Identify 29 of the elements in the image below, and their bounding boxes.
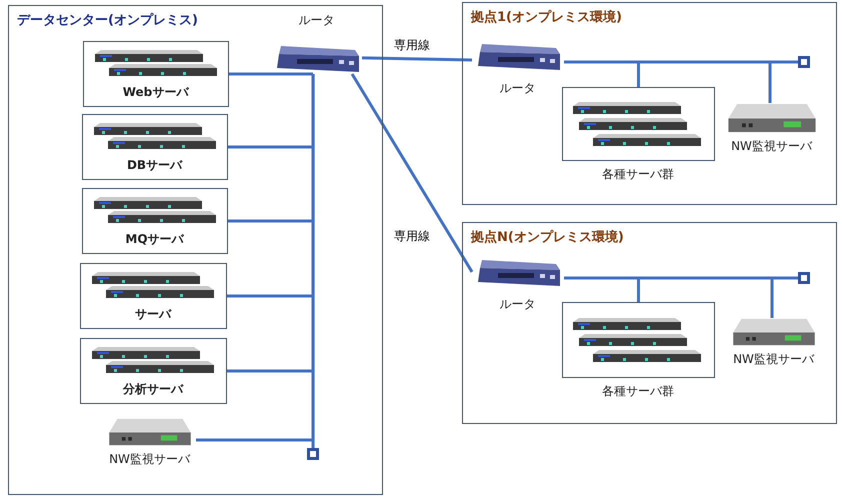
group-label: 各種サーバ群 <box>601 166 675 182</box>
device-label: NW監視サーバ <box>731 138 812 154</box>
group-title: 拠点1(オンプレミス環境) <box>471 8 622 26</box>
network-line <box>312 74 315 450</box>
terminator-square <box>306 448 318 460</box>
group-title: 拠点N(オンプレミス環境) <box>471 228 624 246</box>
terminator-square <box>798 272 810 284</box>
server-label: 分析サーバ <box>122 380 184 398</box>
server-label: MQサーバ <box>124 230 185 248</box>
site-frame <box>462 222 837 424</box>
network-line <box>350 73 474 273</box>
device-label: NW監視サーバ <box>109 450 190 468</box>
server-label: Webサーバ <box>122 84 190 100</box>
group-title: データセンター(オンプレミス) <box>17 12 198 29</box>
site-frame <box>462 2 837 205</box>
network-line <box>564 60 800 64</box>
edge-label: 専用線 <box>392 37 432 54</box>
group-label: 各種サーバ群 <box>601 382 675 400</box>
device-label: ルータ <box>298 12 334 28</box>
device-label: ルータ <box>500 80 536 96</box>
edge-label: 専用線 <box>392 228 432 245</box>
network-line <box>362 56 472 62</box>
network-line <box>229 72 315 76</box>
server-label: DBサーバ <box>126 156 184 174</box>
terminator-square <box>798 56 810 68</box>
device-label: ルータ <box>500 296 536 312</box>
site-frame <box>8 5 383 495</box>
server-label: サーバ <box>134 306 172 322</box>
device-label: NW監視サーバ <box>733 350 814 368</box>
